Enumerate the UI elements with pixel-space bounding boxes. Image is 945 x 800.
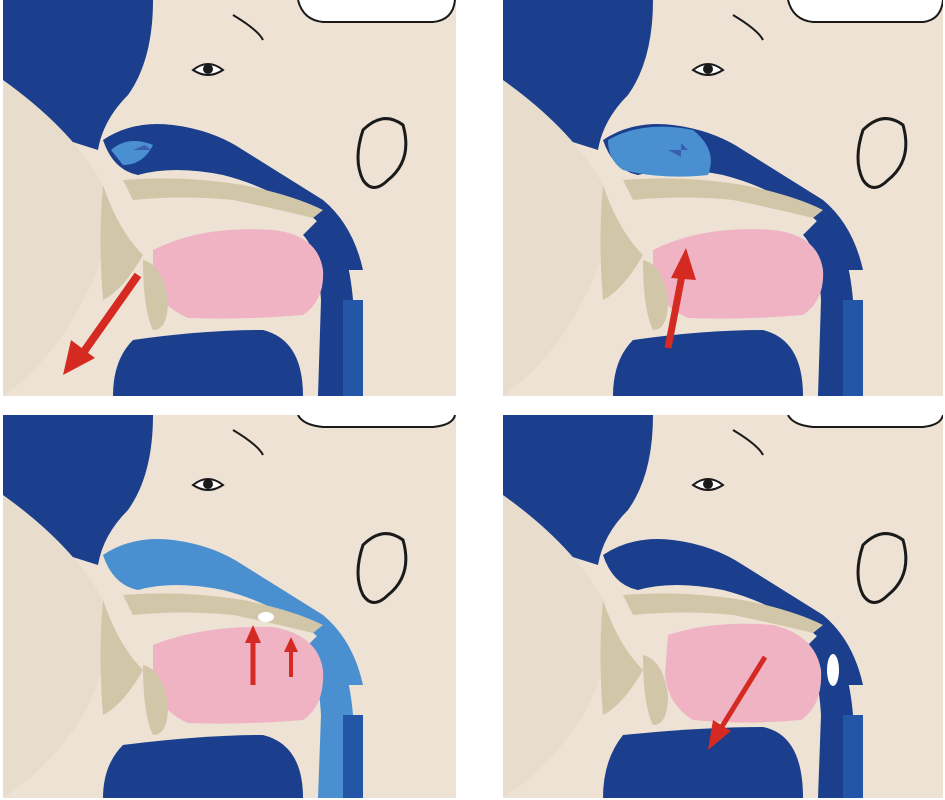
panel-stage-2 [503, 0, 943, 396]
panel-stage-1 [3, 0, 456, 396]
chin-tissue [613, 330, 803, 396]
top-label-box [788, 0, 943, 22]
swallow-diagram-4 [503, 415, 943, 798]
chin-tissue [103, 735, 303, 798]
esophagus [843, 715, 863, 798]
panel-stage-4 [503, 415, 943, 798]
swallow-diagram-1 [3, 0, 456, 396]
esophagus [843, 300, 863, 396]
milk-bolus [827, 654, 839, 686]
esophagus [343, 300, 363, 396]
tongue [665, 624, 821, 723]
milk-pocket [608, 127, 711, 177]
pupil [203, 479, 213, 489]
esophagus [343, 715, 363, 798]
tongue [153, 229, 323, 318]
panel-stage-3 [3, 415, 456, 798]
chin-tissue [113, 330, 303, 396]
pupil [703, 64, 713, 74]
pupil [703, 479, 713, 489]
tongue [153, 627, 323, 724]
milk-bolus [258, 612, 274, 622]
top-label-box [788, 415, 943, 427]
swallow-diagram-3 [3, 415, 456, 798]
swallow-diagram-2 [503, 0, 943, 396]
top-label-box [298, 415, 455, 427]
top-label-box [298, 0, 455, 22]
pupil [203, 64, 213, 74]
chin-tissue [603, 727, 803, 798]
